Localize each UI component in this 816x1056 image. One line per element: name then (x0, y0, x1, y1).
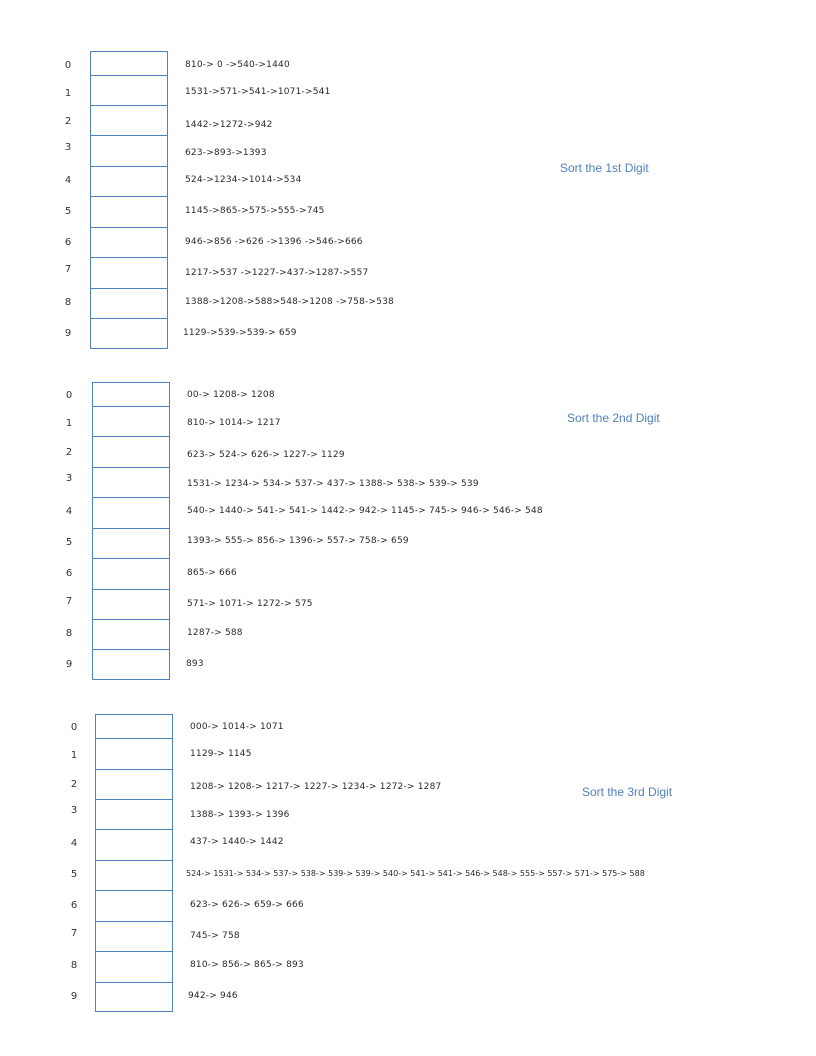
bucket-index: 4 (64, 175, 72, 186)
bucket-box (90, 51, 168, 76)
pass-heading: Sort the 2nd Digit (567, 411, 660, 425)
bucket-index: 1 (64, 88, 72, 99)
bucket-box (90, 135, 168, 167)
bucket-chain: 810-> 0 ->540->1440 (185, 60, 290, 70)
bucket-chain: 1531-> 1234-> 534-> 537-> 437-> 1388-> 5… (187, 479, 479, 489)
bucket-index: 8 (70, 960, 78, 971)
bucket-box (92, 558, 170, 590)
bucket-chain: 540-> 1440-> 541-> 541-> 1442-> 942-> 11… (187, 506, 543, 516)
bucket-chain: 1388->1208->588>548->1208 ->758->538 (185, 297, 394, 307)
bucket-chain: 946->856 ->626 ->1396 ->546->666 (185, 237, 363, 247)
bucket-box (95, 769, 173, 800)
bucket-chain: 00-> 1208-> 1208 (187, 390, 275, 400)
bucket-chain: 1287-> 588 (187, 628, 243, 638)
bucket-box (92, 436, 170, 468)
bucket-index: 3 (70, 805, 78, 816)
bucket-chain: 437-> 1440-> 1442 (190, 837, 284, 847)
bucket-box (95, 951, 173, 983)
bucket-box (95, 799, 173, 830)
bucket-chain: 1388-> 1393-> 1396 (190, 810, 290, 820)
bucket-index: 0 (65, 390, 73, 401)
bucket-index: 3 (64, 142, 72, 153)
bucket-box (95, 829, 173, 861)
pass-heading: Sort the 3rd Digit (582, 785, 673, 799)
bucket-index: 2 (64, 116, 72, 127)
bucket-index: 0 (64, 60, 72, 71)
bucket-chain: 1393-> 555-> 856-> 1396-> 557-> 758-> 65… (187, 536, 409, 546)
bucket-index: 7 (64, 264, 72, 275)
bucket-index: 7 (65, 596, 73, 607)
bucket-chain: 1145->865->575->555->745 (185, 206, 325, 216)
bucket-chain: 571-> 1071-> 1272-> 575 (187, 599, 313, 609)
pass-heading: Sort the 1st Digit (560, 161, 649, 175)
bucket-chain: 1217->537 ->1227->437->1287->557 (185, 268, 369, 278)
bucket-chain: 865-> 666 (187, 568, 237, 578)
bucket-box (92, 589, 170, 620)
bucket-chain: 745-> 758 (190, 931, 240, 941)
bucket-index: 9 (65, 659, 73, 670)
bucket-index: 9 (70, 991, 78, 1002)
bucket-box (90, 257, 168, 289)
bucket-chain: 524-> 1531-> 534-> 537-> 538-> 539-> 539… (186, 869, 645, 878)
bucket-index: 4 (65, 506, 73, 517)
bucket-box (95, 860, 173, 891)
bucket-box (95, 921, 173, 952)
bucket-chain: 1129->539->539-> 659 (183, 328, 297, 338)
bucket-box (92, 497, 170, 529)
bucket-box (92, 528, 170, 559)
bucket-index: 6 (70, 900, 78, 911)
bucket-chain: 810-> 856-> 865-> 893 (190, 960, 304, 970)
bucket-chain: 000-> 1014-> 1071 (190, 722, 284, 732)
bucket-index: 0 (70, 722, 78, 733)
bucket-index: 4 (70, 838, 78, 849)
bucket-index: 2 (65, 447, 73, 458)
bucket-chain: 810-> 1014-> 1217 (187, 418, 281, 428)
bucket-box (90, 75, 168, 106)
bucket-box (92, 467, 170, 498)
bucket-box (95, 714, 173, 739)
bucket-box (92, 406, 170, 437)
bucket-chain: 1531->571->541->1071->541 (185, 87, 331, 97)
bucket-index: 6 (64, 237, 72, 248)
bucket-box (90, 227, 168, 258)
bucket-chain: 1442->1272->942 (185, 120, 273, 130)
bucket-index: 9 (64, 328, 72, 339)
bucket-index: 5 (64, 206, 72, 217)
bucket-index: 3 (65, 473, 73, 484)
bucket-box (92, 382, 170, 407)
bucket-chain: 623-> 524-> 626-> 1227-> 1129 (187, 450, 345, 460)
bucket-index: 8 (64, 297, 72, 308)
bucket-box (90, 166, 168, 197)
bucket-box (90, 105, 168, 136)
bucket-box (90, 318, 168, 349)
bucket-box (90, 288, 168, 319)
bucket-chain: 524->1234->1014->534 (185, 175, 302, 185)
bucket-chain: 1129-> 1145 (190, 749, 252, 759)
bucket-index: 8 (65, 628, 73, 639)
bucket-box (90, 196, 168, 228)
bucket-index: 5 (65, 537, 73, 548)
bucket-chain: 893 (186, 659, 204, 669)
bucket-index: 2 (70, 779, 78, 790)
bucket-chain: 1208-> 1208-> 1217-> 1227-> 1234-> 1272-… (190, 782, 442, 792)
bucket-index: 6 (65, 568, 73, 579)
bucket-index: 1 (70, 750, 78, 761)
bucket-index: 1 (65, 418, 73, 429)
bucket-index: 7 (70, 928, 78, 939)
bucket-box (92, 619, 170, 650)
bucket-box (95, 982, 173, 1012)
bucket-chain: 623->893->1393 (185, 148, 267, 158)
bucket-box (92, 649, 170, 680)
bucket-chain: 623-> 626-> 659-> 666 (190, 900, 304, 910)
bucket-index: 5 (70, 869, 78, 880)
bucket-box (95, 738, 173, 770)
bucket-box (95, 890, 173, 922)
bucket-chain: 942-> 946 (188, 991, 238, 1001)
